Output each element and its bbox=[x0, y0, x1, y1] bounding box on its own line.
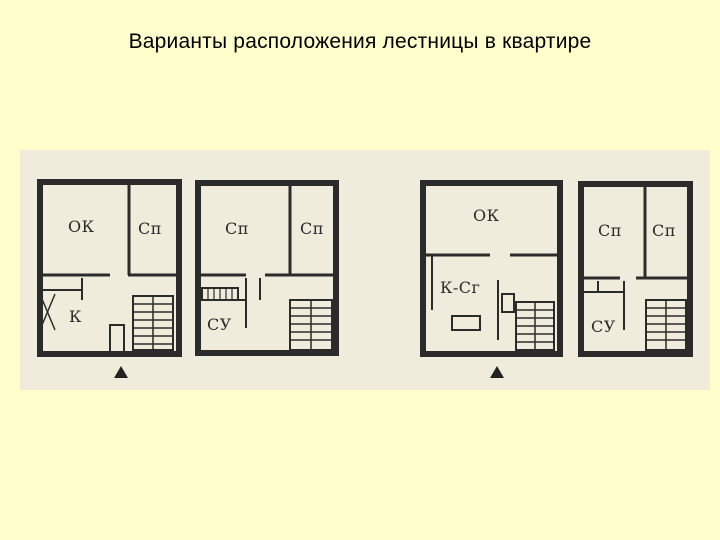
plan-2-outer-wall bbox=[195, 180, 339, 356]
plan-2-label-sp-left: Сп bbox=[225, 219, 249, 238]
plan-2-label-sp-right: Сп bbox=[300, 219, 324, 238]
plan-1-label-k: К bbox=[69, 307, 82, 326]
plan-3-wall-block bbox=[501, 293, 515, 313]
floor-plans-scan: ОК Сп К bbox=[20, 150, 710, 390]
plan-4: Сп Сп СУ bbox=[578, 181, 693, 357]
plan-4-staircase bbox=[645, 299, 687, 351]
plan-1-window-mark bbox=[39, 293, 56, 331]
plan-3-staircase bbox=[515, 301, 555, 351]
plan-3-label-ok: ОК bbox=[473, 206, 500, 225]
plan-3-table bbox=[451, 315, 481, 331]
plan-4-label-sp-left: Сп bbox=[598, 221, 622, 240]
plan-1: ОК Сп К bbox=[37, 179, 182, 378]
plan-1-label-ok: ОК bbox=[68, 217, 95, 236]
plan-3-outer-wall bbox=[420, 180, 563, 357]
plan-4-label-sp-right: Сп bbox=[652, 221, 676, 240]
plan-1-staircase bbox=[132, 295, 174, 351]
plan-3-label-k-sg: К-Сг bbox=[440, 278, 480, 297]
plan-1-wall-block bbox=[109, 324, 125, 355]
slide-title: Варианты расположения лестницы в квартир… bbox=[128, 30, 592, 53]
plan-1-entrance-arrow-icon bbox=[114, 366, 128, 378]
plan-3-entrance-arrow-icon bbox=[490, 366, 504, 378]
plan-2-bath-fixture bbox=[201, 287, 239, 301]
plan-2: Сп Сп СУ bbox=[195, 180, 339, 356]
plan-4-label-su: СУ bbox=[591, 317, 616, 336]
plan-2-label-su: СУ bbox=[207, 315, 232, 334]
plan-2-staircase bbox=[289, 299, 333, 351]
plan-1-label-sp: Сп bbox=[138, 219, 162, 238]
plan-4-outer-wall bbox=[578, 181, 693, 357]
floor-plans-diagram: ОК Сп К bbox=[37, 179, 693, 378]
plan-3: ОК К-Сг bbox=[420, 180, 563, 378]
